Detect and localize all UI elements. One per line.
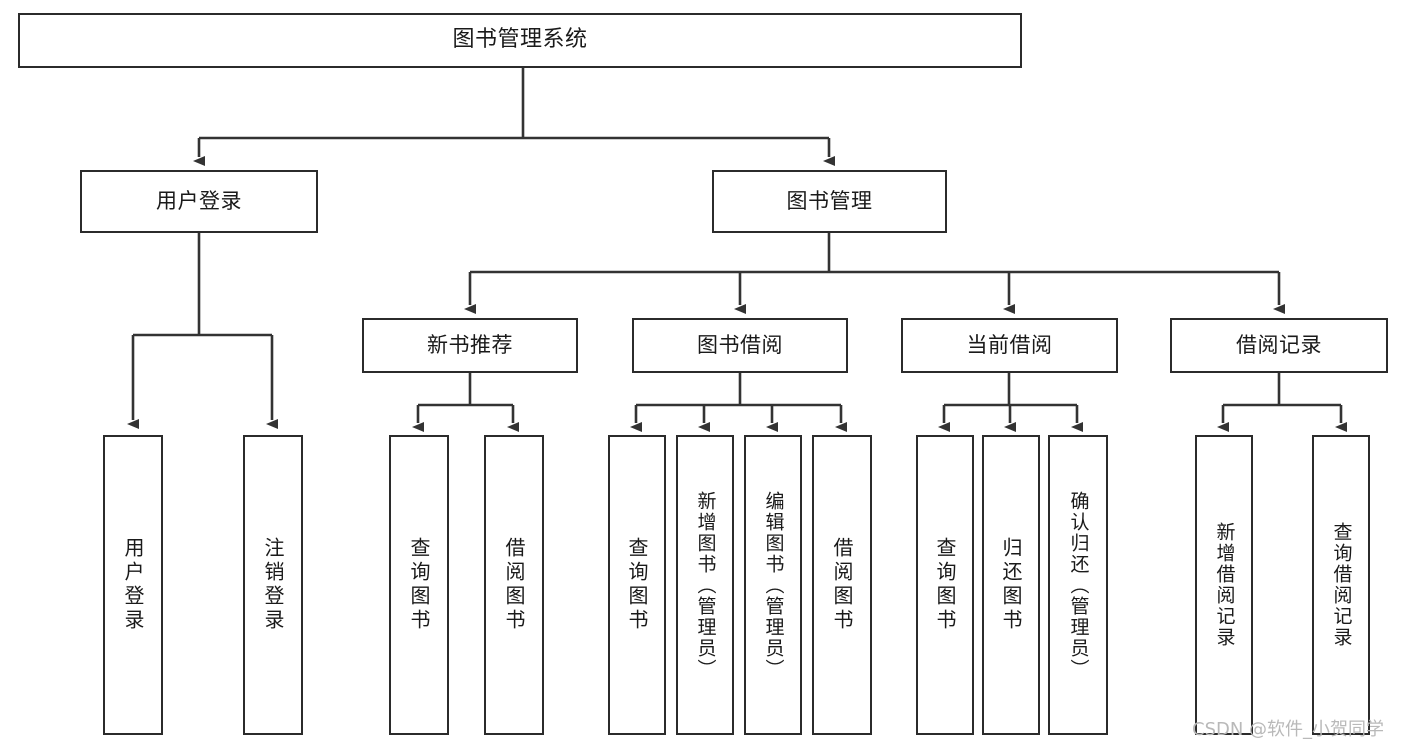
node-leaf-confirm-return[interactable]: 确认归还（管理员） xyxy=(1048,435,1108,735)
node-borrow-record-label: 借阅记录 xyxy=(1236,332,1322,357)
node-leaf-query-book-3-label: 查询图书 xyxy=(933,537,957,633)
node-new-book-rec[interactable]: 新书推荐 xyxy=(362,318,578,373)
node-leaf-user-login-label: 用户登录 xyxy=(121,537,145,633)
node-leaf-return-book[interactable]: 归还图书 xyxy=(982,435,1040,735)
node-leaf-borrow-book-2[interactable]: 借阅图书 xyxy=(812,435,872,735)
node-leaf-query-book-3[interactable]: 查询图书 xyxy=(916,435,974,735)
node-leaf-user-logout-label: 注销登录 xyxy=(261,537,285,633)
node-user-login-label: 用户登录 xyxy=(156,188,242,213)
node-leaf-add-book-label: 新增图书（管理员） xyxy=(694,490,717,680)
node-leaf-add-book[interactable]: 新增图书（管理员） xyxy=(676,435,734,735)
node-new-book-rec-label: 新书推荐 xyxy=(427,332,513,357)
node-leaf-borrow-book-1-label: 借阅图书 xyxy=(502,537,526,633)
node-leaf-add-record[interactable]: 新增借阅记录 xyxy=(1195,435,1253,735)
node-book-manage-label: 图书管理 xyxy=(786,188,873,213)
node-current-borrow[interactable]: 当前借阅 xyxy=(901,318,1118,373)
node-leaf-edit-book-label: 编辑图书（管理员） xyxy=(762,490,785,680)
node-leaf-confirm-return-label: 确认归还（管理员） xyxy=(1067,490,1090,680)
node-leaf-query-book-1[interactable]: 查询图书 xyxy=(389,435,449,735)
node-root[interactable]: 图书管理系统 xyxy=(18,13,1022,68)
node-book-borrow-label: 图书借阅 xyxy=(697,332,783,357)
node-leaf-query-record[interactable]: 查询借阅记录 xyxy=(1312,435,1370,735)
node-current-borrow-label: 当前借阅 xyxy=(966,332,1053,357)
node-leaf-return-book-label: 归还图书 xyxy=(999,537,1023,633)
node-leaf-user-login[interactable]: 用户登录 xyxy=(103,435,163,735)
node-book-borrow[interactable]: 图书借阅 xyxy=(632,318,848,373)
node-leaf-borrow-book-2-label: 借阅图书 xyxy=(830,537,854,633)
watermark: CSDN @软件_小贺同学 xyxy=(1192,719,1385,740)
node-leaf-query-book-1-label: 查询图书 xyxy=(407,537,431,633)
node-leaf-user-logout[interactable]: 注销登录 xyxy=(243,435,303,735)
node-leaf-query-record-label: 查询借阅记录 xyxy=(1330,522,1353,648)
node-leaf-add-record-label: 新增借阅记录 xyxy=(1213,522,1236,648)
node-borrow-record[interactable]: 借阅记录 xyxy=(1170,318,1388,373)
node-leaf-query-book-2-label: 查询图书 xyxy=(625,537,649,633)
node-user-login[interactable]: 用户登录 xyxy=(80,170,318,233)
node-leaf-query-book-2[interactable]: 查询图书 xyxy=(608,435,666,735)
node-leaf-edit-book[interactable]: 编辑图书（管理员） xyxy=(744,435,802,735)
node-root-label: 图书管理系统 xyxy=(452,27,588,53)
node-book-manage[interactable]: 图书管理 xyxy=(712,170,947,233)
node-leaf-borrow-book-1[interactable]: 借阅图书 xyxy=(484,435,544,735)
